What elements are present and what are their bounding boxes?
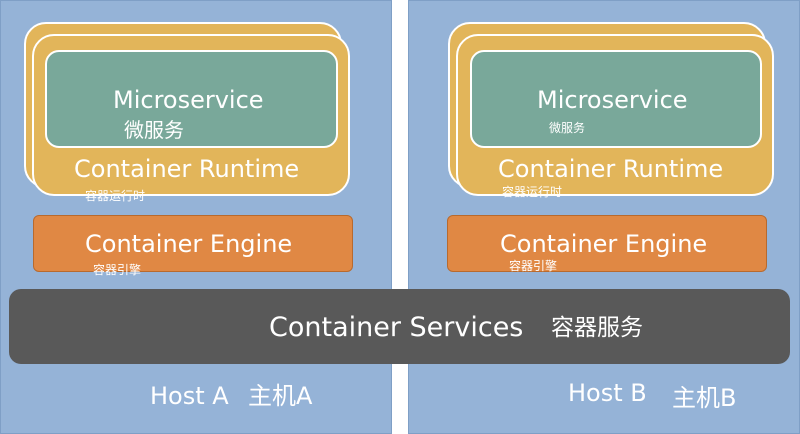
- host-b-microservice-cn-label: 微服务: [549, 121, 586, 135]
- container-services-bar: [9, 289, 790, 364]
- host-a-microservice-label: Microservice: [113, 86, 264, 114]
- host-a-runtime-label: Container Runtime: [74, 155, 300, 183]
- host-a-microservice-cn-label: 微服务: [124, 118, 184, 142]
- host-a-engine-box: [33, 215, 353, 272]
- host-b-microservice-label: Microservice: [537, 86, 688, 114]
- host-a-engine-cn-label: 容器引擎: [93, 263, 142, 277]
- host-b-engine-cn-label: 容器引擎: [509, 259, 558, 273]
- host-b-runtime-label: Container Runtime: [498, 155, 724, 183]
- host-b-cn-label: 主机B: [672, 384, 737, 412]
- container-services-label: Container Services: [269, 312, 524, 343]
- host-a-engine-label: Container Engine: [85, 230, 293, 258]
- host-a-cn-label: 主机A: [248, 382, 313, 410]
- host-a-runtime-cn-label: 容器运行时: [85, 189, 146, 203]
- host-a-microservice-box: [45, 50, 338, 148]
- container-services-cn-label: 容器服务: [551, 315, 643, 341]
- host-b-runtime-cn-label: 容器运行时: [502, 185, 563, 199]
- host-b-engine-box: [447, 215, 767, 272]
- host-b-engine-label: Container Engine: [500, 230, 708, 258]
- host-b-microservice-box: [470, 50, 762, 148]
- host-b-label: Host B: [568, 379, 647, 407]
- host-a-label: Host A: [150, 382, 229, 410]
